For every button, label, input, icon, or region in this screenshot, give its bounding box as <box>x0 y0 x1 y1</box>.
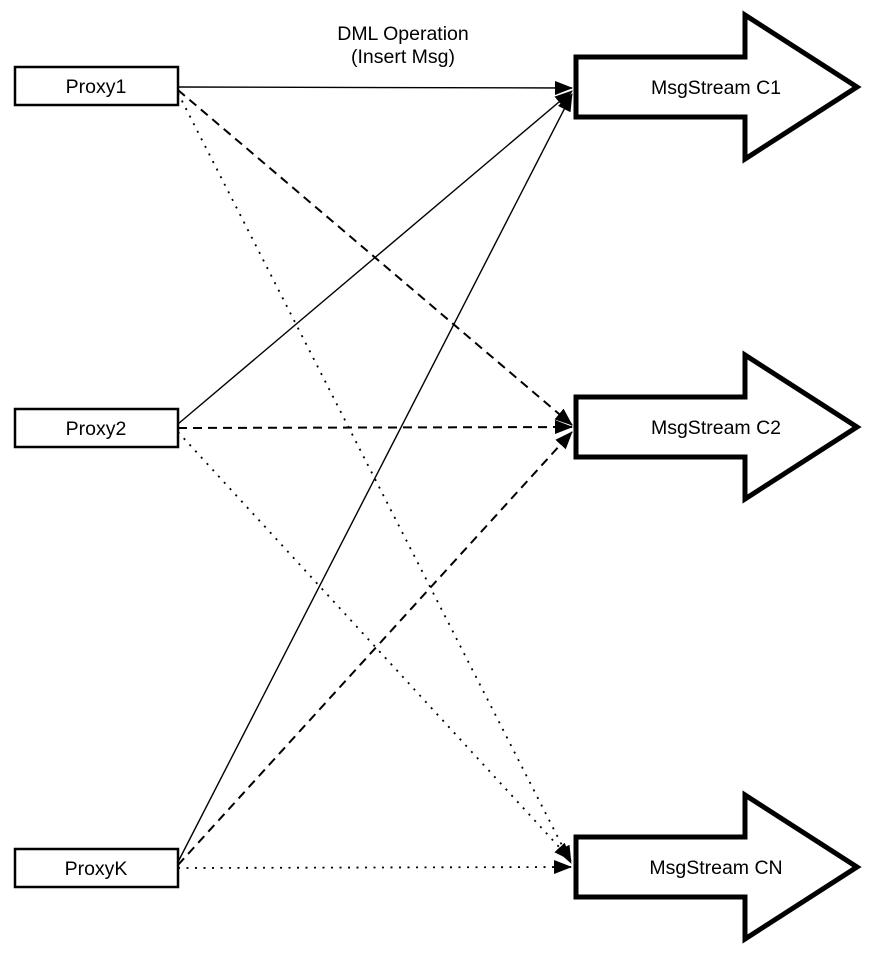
msgstream-c1-arrow-shape <box>573 10 862 164</box>
msgstream-c2-node: MsgStream C2 <box>573 350 862 504</box>
msgstream-c1-node: MsgStream C1 <box>573 10 862 164</box>
edges <box>177 80 573 875</box>
edge-proxy2-msgstream-cn <box>177 431 572 861</box>
edge-proxy2-msgstream-c2 <box>177 420 573 435</box>
proxy-nodes: Proxy1 Proxy2 ProxyK <box>13 65 180 889</box>
proxy2-box <box>13 407 180 449</box>
proxy1-label: Proxy1 <box>66 76 127 98</box>
msgstream-cn-arrow-shape <box>573 790 862 944</box>
proxy2-node: Proxy2 <box>13 407 180 449</box>
edge-proxyk-msgstream-c2 <box>177 431 573 866</box>
proxyk-label: ProxyK <box>65 858 128 880</box>
msgstream-c2-arrow-shape <box>573 350 862 504</box>
edge-proxyk-msgstream-c1 <box>177 93 573 863</box>
msgstream-c2-label: MsgStream C2 <box>651 417 781 439</box>
diagram-title: DML Operation (Insert Msg) <box>337 23 469 68</box>
msgstream-c1-label: MsgStream C1 <box>651 77 781 99</box>
proxyk-box <box>13 847 180 889</box>
edge-proxyk-msgstream-cn <box>177 860 572 875</box>
proxy2-label: Proxy2 <box>66 418 127 440</box>
diagram-title-line1: DML Operation <box>337 23 469 45</box>
edge-proxy2-msgstream-c1 <box>177 90 573 425</box>
msgstream-nodes: MsgStream C1 MsgStream C2 MsgStream CN <box>573 10 862 944</box>
msgstream-cn-node: MsgStream CN <box>573 790 862 944</box>
edge-proxy1-msgstream-c1 <box>177 80 573 95</box>
proxyk-node: ProxyK <box>13 847 180 889</box>
msgstream-cn-label: MsgStream CN <box>649 857 782 879</box>
diagram-title-line2: (Insert Msg) <box>351 46 455 68</box>
proxy1-node: Proxy1 <box>13 65 180 107</box>
proxy1-box <box>13 65 180 107</box>
